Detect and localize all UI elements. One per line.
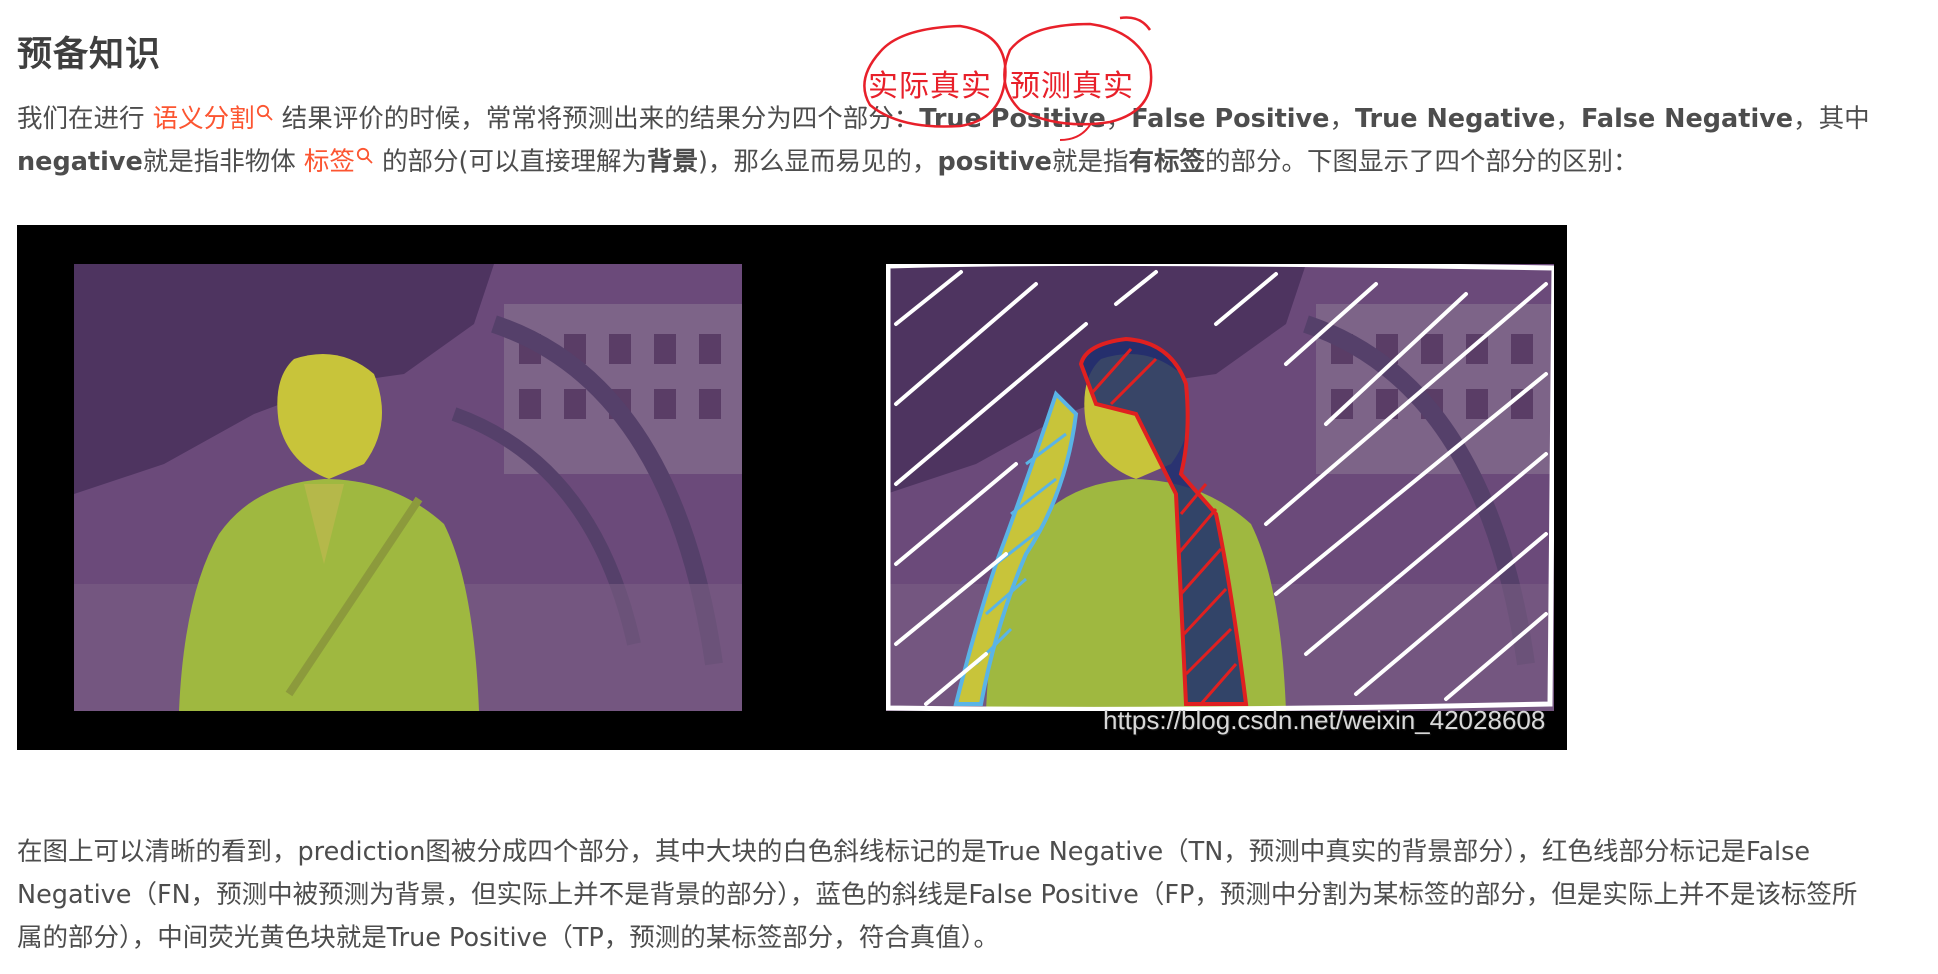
text: 结果评价的时候，常常将预测出来的结果分为四个部分： bbox=[281, 104, 920, 134]
semantic-segmentation-link[interactable]: 语义分割 bbox=[152, 104, 255, 134]
text: )，那么显而易见的， bbox=[697, 147, 938, 177]
search-icon[interactable] bbox=[356, 147, 374, 165]
intro-paragraph: 我们在进行 语义分割 结果评价的时候，常常将预测出来的结果分为四个部分：True… bbox=[17, 98, 1927, 184]
text: 就是指 bbox=[1051, 147, 1129, 177]
explanation-line-3: 属的部分），中间荧光黄色块就是True Positive（TP，预测的某标签部分… bbox=[17, 923, 1000, 953]
explanation-paragraph: 在图上可以清晰的看到，prediction图被分成四个部分，其中大块的白色斜线标… bbox=[17, 831, 1927, 960]
term-false-positive: False Positive bbox=[1131, 104, 1330, 134]
text: ， bbox=[1105, 104, 1132, 134]
term-negative: negative bbox=[17, 147, 143, 177]
section-heading: 预备知识 bbox=[17, 35, 162, 75]
text: 的部分(可以直接理解为 bbox=[382, 147, 647, 177]
annotation-actual-true: 实际真实 bbox=[868, 69, 992, 104]
ground-truth-image bbox=[74, 264, 742, 711]
term-true-negative: True Negative bbox=[1354, 104, 1556, 134]
explanation-line-2: Negative（FN，预测中被预测为背景，但实际上并不是背景的部分），蓝色的斜… bbox=[17, 880, 1858, 910]
term-positive: positive bbox=[937, 147, 1052, 177]
text: 的部分。下图显示了四个部分的区别： bbox=[1205, 147, 1639, 177]
label-link[interactable]: 标签 bbox=[303, 147, 355, 177]
search-icon[interactable] bbox=[256, 104, 274, 122]
text: 就是指非物体 bbox=[142, 147, 296, 177]
text: ， bbox=[1329, 104, 1355, 134]
annotation-predicted-true: 预测真实 bbox=[1010, 69, 1134, 104]
term-true-positive: True Positive bbox=[919, 104, 1106, 134]
text: ，其中 bbox=[1793, 104, 1870, 134]
term-false-negative: False Negative bbox=[1580, 104, 1794, 134]
term-background: 背景 bbox=[646, 147, 698, 177]
intro-line-2: negative就是指非物体 标签 的部分(可以直接理解为背景)，那么显而易见的… bbox=[17, 141, 1927, 184]
term-labeled: 有标签 bbox=[1128, 147, 1206, 177]
text: 我们在进行 bbox=[17, 104, 145, 134]
segmentation-figure: https://blog.csdn.net/weixin_42028608 bbox=[17, 225, 1567, 750]
explanation-line-1: 在图上可以清晰的看到，prediction图被分成四个部分，其中大块的白色斜线标… bbox=[17, 837, 1811, 867]
prediction-image bbox=[886, 264, 1554, 711]
watermark-url: https://blog.csdn.net/weixin_42028608 bbox=[1103, 705, 1546, 735]
text: ， bbox=[1555, 104, 1581, 134]
